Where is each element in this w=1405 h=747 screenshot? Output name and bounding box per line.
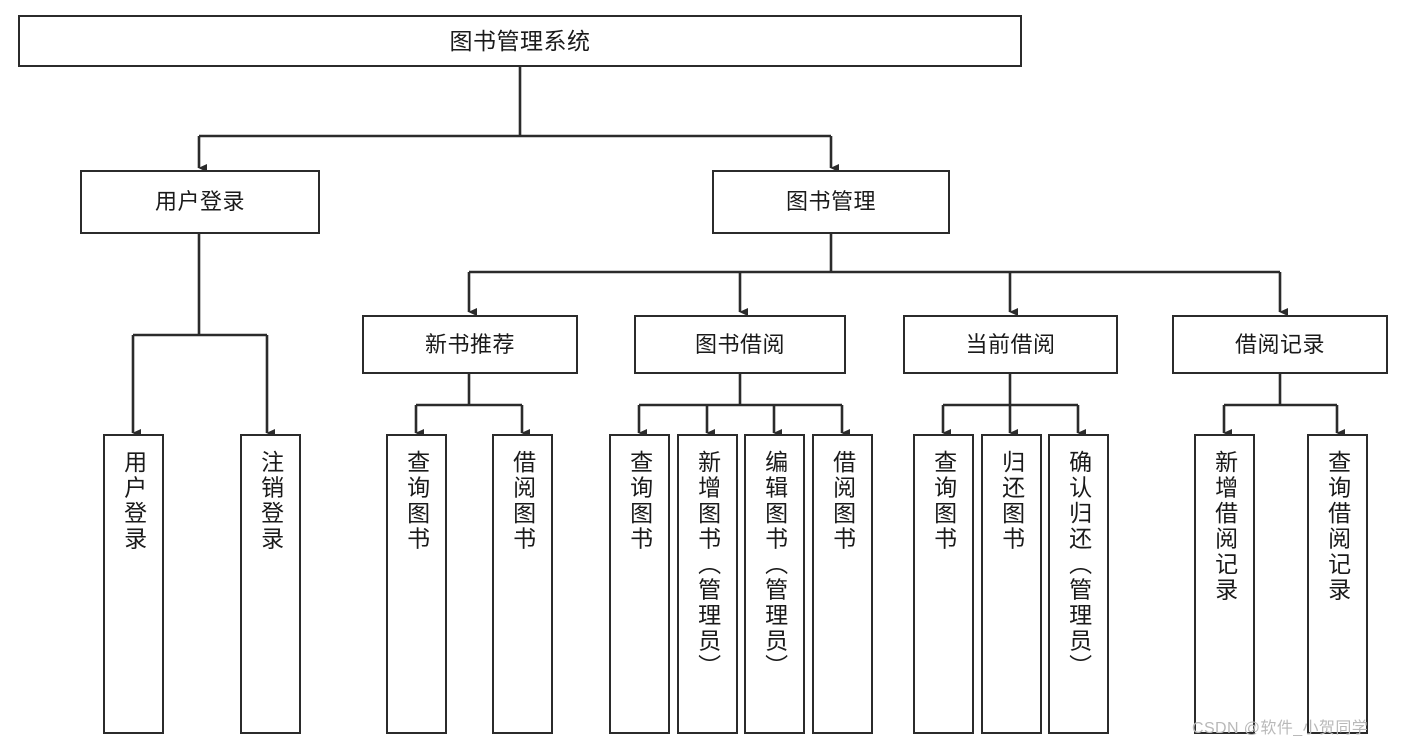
leaf-add-book-label: 新增图书（管理员） bbox=[694, 450, 721, 680]
leaf-query-book-3[interactable]: 查询图书 bbox=[913, 434, 974, 734]
leaf-confirm-return-label: 确认归还（管理员） bbox=[1065, 450, 1092, 680]
node-book-borrow[interactable]: 图书借阅 bbox=[634, 315, 846, 374]
leaf-confirm-return[interactable]: 确认归还（管理员） bbox=[1048, 434, 1109, 734]
leaf-add-record-label: 新增借阅记录 bbox=[1211, 450, 1238, 603]
node-new-book-recommend[interactable]: 新书推荐 bbox=[362, 315, 578, 374]
leaf-query-book-1-label: 查询图书 bbox=[403, 450, 430, 552]
leaf-edit-book[interactable]: 编辑图书（管理员） bbox=[744, 434, 805, 734]
leaf-query-book-2[interactable]: 查询图书 bbox=[609, 434, 670, 734]
leaf-user-login[interactable]: 用户登录 bbox=[103, 434, 164, 734]
node-book-management-label: 图书管理 bbox=[785, 189, 876, 214]
node-root-label: 图书管理系统 bbox=[449, 27, 591, 54]
leaf-borrow-book-1-label: 借阅图书 bbox=[509, 450, 536, 552]
leaf-query-book-1[interactable]: 查询图书 bbox=[386, 434, 447, 734]
node-borrow-record-label: 借阅记录 bbox=[1234, 331, 1325, 357]
leaf-return-book-label: 归还图书 bbox=[998, 450, 1025, 552]
leaf-borrow-book-2-label: 借阅图书 bbox=[829, 450, 856, 552]
leaf-query-record[interactable]: 查询借阅记录 bbox=[1307, 434, 1368, 734]
node-new-book-recommend-label: 新书推荐 bbox=[424, 331, 515, 357]
node-current-borrow[interactable]: 当前借阅 bbox=[903, 315, 1118, 374]
node-root[interactable]: 图书管理系统 bbox=[18, 15, 1022, 67]
node-user-login[interactable]: 用户登录 bbox=[80, 170, 320, 234]
leaf-borrow-book-2[interactable]: 借阅图书 bbox=[812, 434, 873, 734]
leaf-borrow-book-1[interactable]: 借阅图书 bbox=[492, 434, 553, 734]
leaf-return-book[interactable]: 归还图书 bbox=[981, 434, 1042, 734]
leaf-user-login-label: 用户登录 bbox=[120, 450, 147, 552]
leaf-query-book-3-label: 查询图书 bbox=[930, 450, 957, 552]
leaf-query-record-label: 查询借阅记录 bbox=[1324, 450, 1351, 603]
leaf-logout-login-label: 注销登录 bbox=[257, 450, 284, 552]
node-borrow-record[interactable]: 借阅记录 bbox=[1172, 315, 1388, 374]
leaf-add-record[interactable]: 新增借阅记录 bbox=[1194, 434, 1255, 734]
leaf-query-book-2-label: 查询图书 bbox=[626, 450, 653, 552]
node-book-borrow-label: 图书借阅 bbox=[694, 331, 785, 357]
node-current-borrow-label: 当前借阅 bbox=[965, 331, 1056, 357]
node-book-management[interactable]: 图书管理 bbox=[712, 170, 950, 234]
leaf-logout-login[interactable]: 注销登录 bbox=[240, 434, 301, 734]
node-user-login-label: 用户登录 bbox=[154, 189, 245, 214]
leaf-add-book[interactable]: 新增图书（管理员） bbox=[677, 434, 738, 734]
leaf-edit-book-label: 编辑图书（管理员） bbox=[761, 450, 788, 680]
